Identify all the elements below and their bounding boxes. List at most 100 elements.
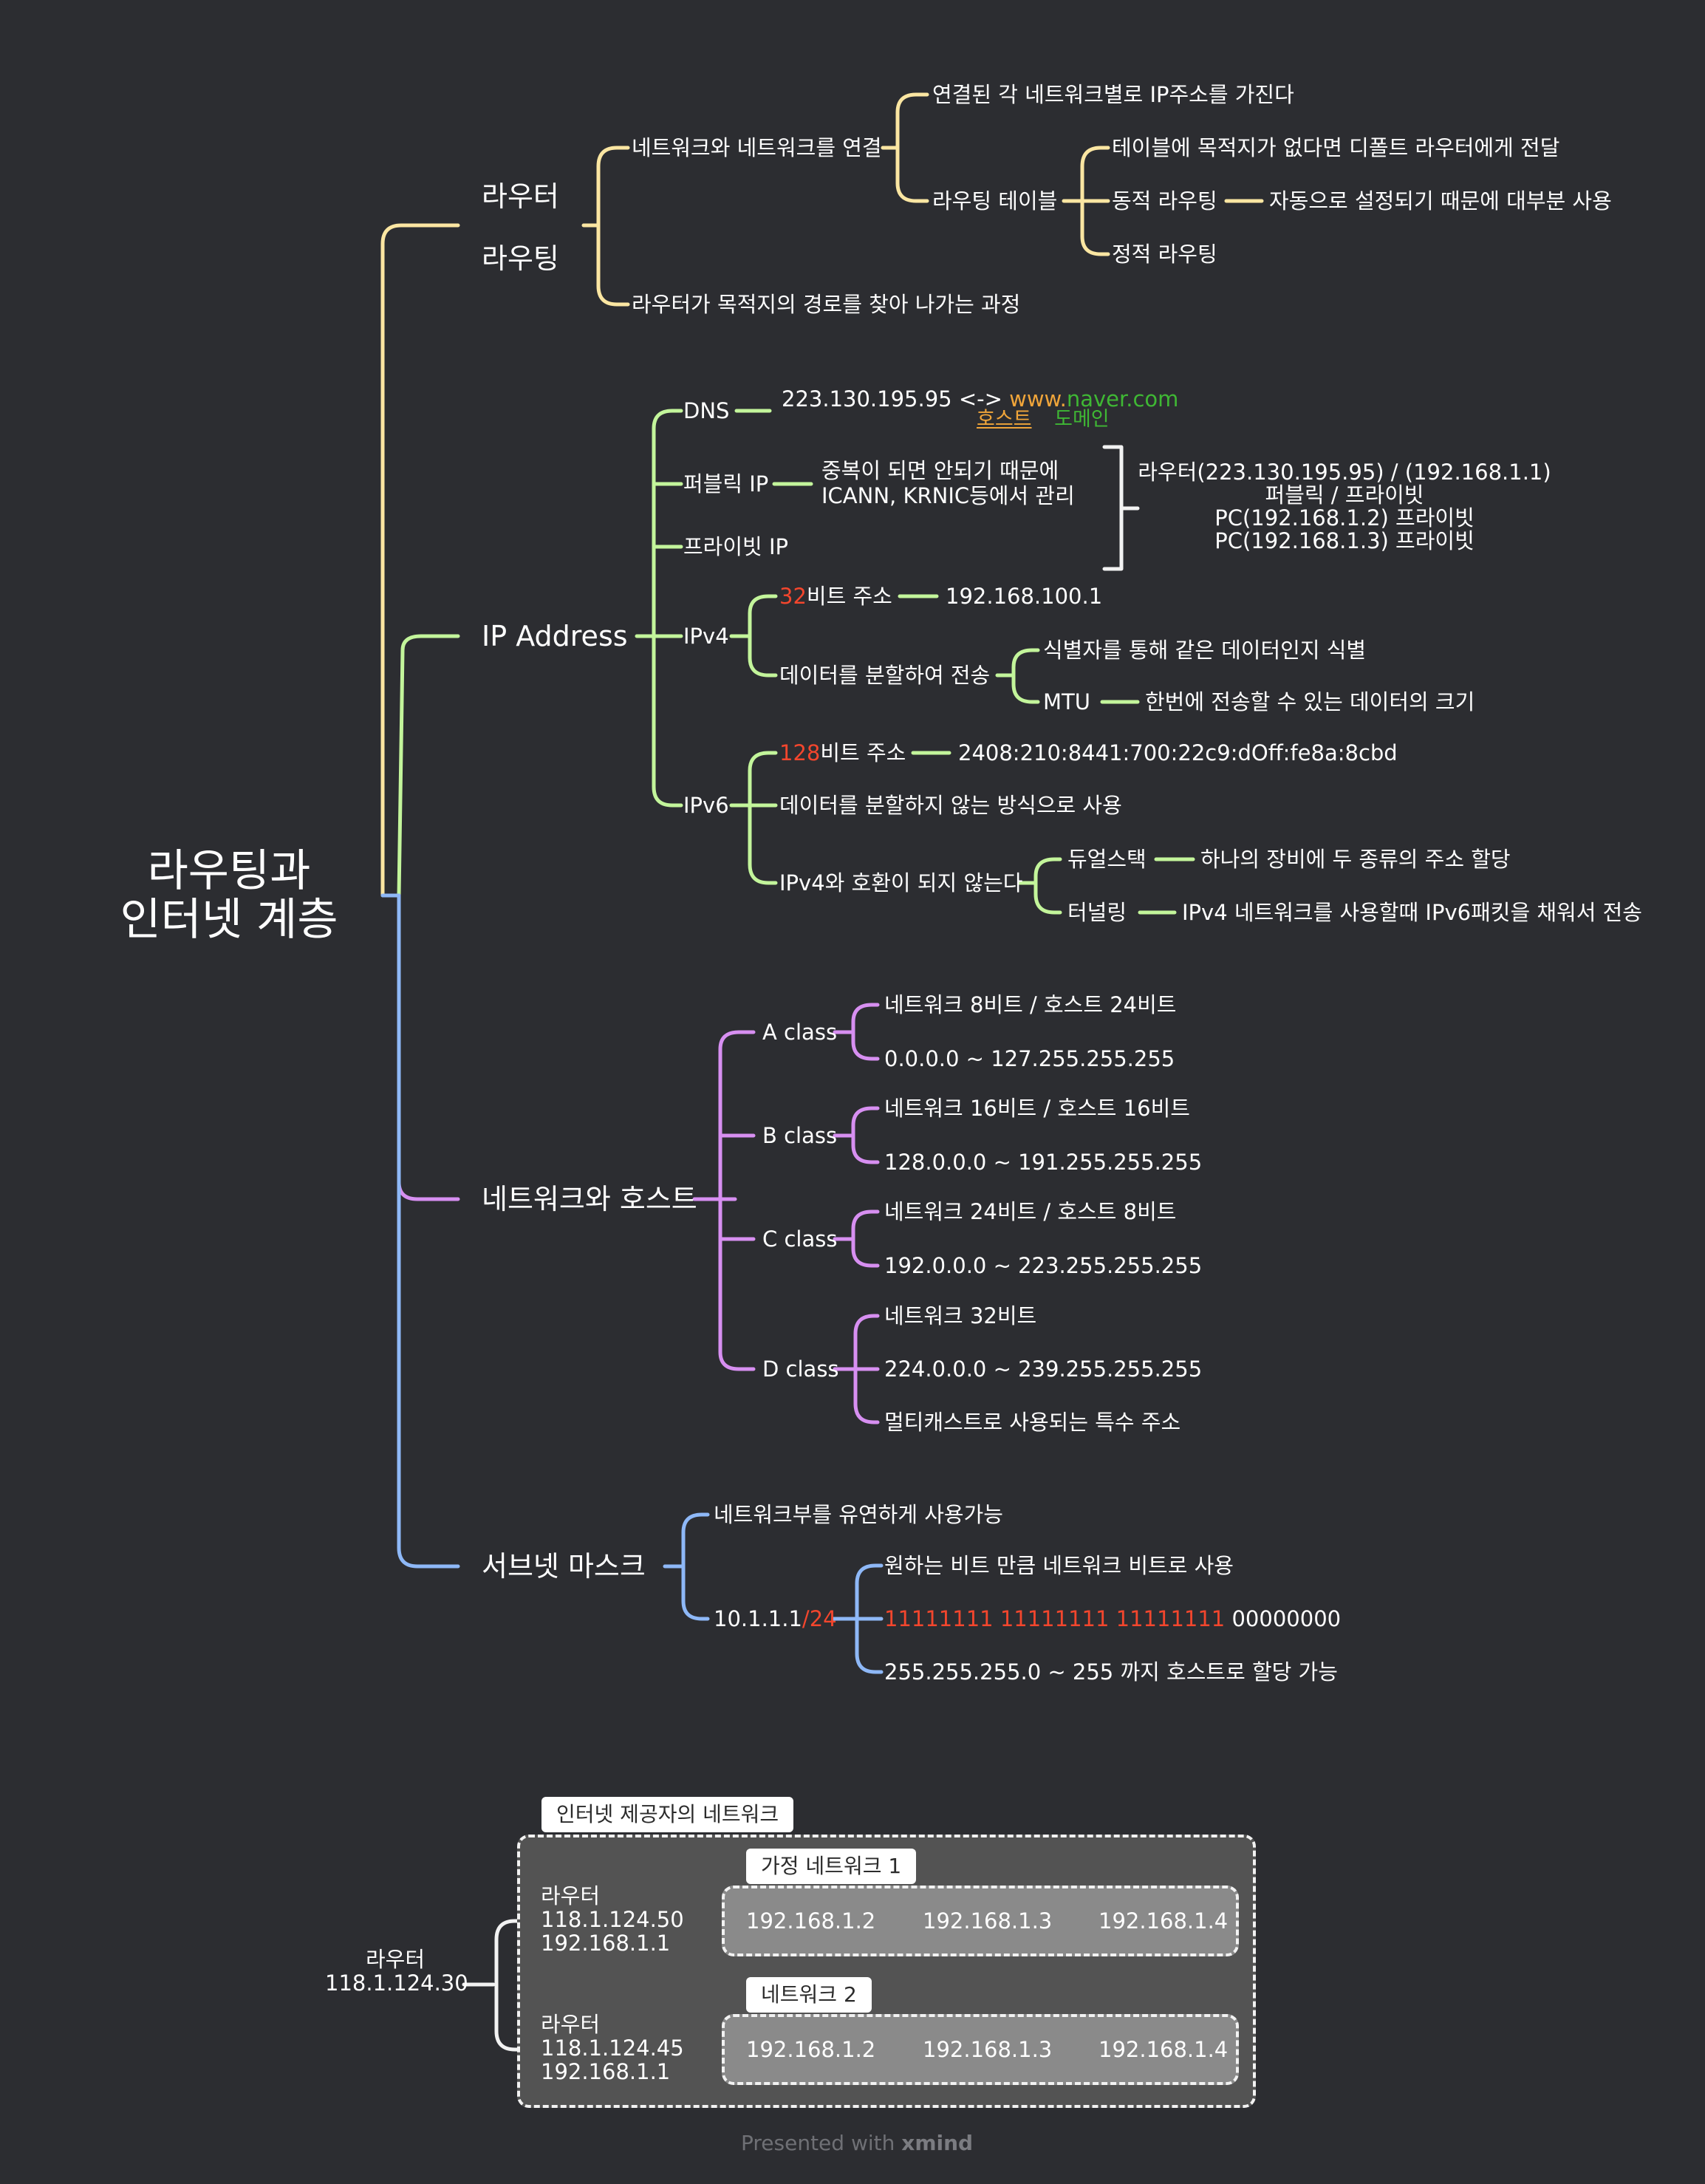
presented-with-credit: Presented with xmind <box>741 2131 973 2155</box>
home1-host-2[interactable]: 192.168.1.3 <box>923 1908 1053 1934</box>
node-d-class-bits[interactable]: 네트워크 32비트 <box>884 1303 1037 1328</box>
node-dns-mapping[interactable]: 223.130.195.95 <-> www.naver.com <box>782 386 1178 412</box>
home-network-1-box <box>722 1886 1239 1956</box>
presented-text: Presented with <box>741 2131 902 2155</box>
node-a-class-bits[interactable]: 네트워크 8비트 / 호스트 24비트 <box>884 992 1177 1017</box>
router-2-name: 라우터 <box>541 2012 601 2037</box>
node-ipv4-identifier[interactable]: 식별자를 통해 같은 데이터인지 식별 <box>1043 638 1367 663</box>
node-b-class-range[interactable]: 128.0.0.0 ~ 191.255.255.255 <box>884 1150 1203 1175</box>
note-line2: 퍼블릭 / 프라이빗 <box>1265 482 1424 508</box>
home-network-2-label: 네트워크 2 <box>746 1977 872 2013</box>
connector-root-to-subnet <box>380 893 460 1569</box>
node-routing-path[interactable]: 라우터가 목적지의 경로를 찾아 나가는 과정 <box>632 292 1021 317</box>
node-b-class-bits[interactable]: 네트워크 16비트 / 호스트 16비트 <box>884 1096 1190 1121</box>
node-routing-table[interactable]: 라우팅 테이블 <box>932 188 1058 214</box>
node-ipv4-example[interactable]: 192.168.100.1 <box>946 584 1103 609</box>
ipv6-bits-label: 비트 주소 <box>820 740 906 765</box>
router-1-lan-ip: 192.168.1.1 <box>541 1931 671 1956</box>
note-line4: PC(192.168.1.3) 프라이빗 <box>1214 528 1475 553</box>
node-cidr[interactable]: 10.1.1.1/24 <box>714 1605 837 1632</box>
node-ipv6-example[interactable]: 2408:210:8441:700:22c9:dOff:fe8a:8cbd <box>958 740 1398 765</box>
isp-network-label: 인터넷 제공자의 네트워크 <box>541 1797 794 1832</box>
node-a-class[interactable]: A class <box>762 1020 838 1045</box>
node-router-connect[interactable]: 네트워크와 네트워크를 연결 <box>632 135 882 160</box>
node-public-ip[interactable]: 퍼블릭 IP <box>683 471 769 496</box>
node-ipv4-split[interactable]: 데이터를 분할하여 전송 <box>779 663 991 688</box>
node-ipv6-nosplit[interactable]: 데이터를 분할하지 않는 방식으로 사용 <box>779 793 1122 818</box>
topic-subnet-mask[interactable]: 서브넷 마스크 <box>482 1550 646 1583</box>
root-topic[interactable]: 라우팅과 인터넷 계층 <box>103 847 355 944</box>
node-dual-stack-desc[interactable]: 하나의 장비에 두 종류의 주소 할당 <box>1200 847 1511 872</box>
dns-ip-text: 223.130.195.95 <-> <box>782 386 1010 412</box>
node-d-class-multicast[interactable]: 멀티캐스트로 사용되는 특수 주소 <box>884 1410 1181 1435</box>
xmind-brand: xmind <box>901 2131 974 2155</box>
node-a-class-range[interactable]: 0.0.0.0 ~ 127.255.255.255 <box>884 1046 1175 1071</box>
public-desc-line1: 중복이 되면 안되기 때문에 <box>821 458 1059 483</box>
node-subnet-bits[interactable]: 원하는 비트 만큼 네트워크 비트로 사용 <box>884 1553 1234 1578</box>
connector-root-to-nethost <box>397 893 460 1201</box>
node-dynamic-desc[interactable]: 자동으로 설정되기 때문에 대부분 사용 <box>1269 188 1612 214</box>
node-ipv6-compat[interactable]: IPv4와 호환이 되지 않는다 <box>779 870 1023 895</box>
cidr-ip: 10.1.1.1 <box>714 1606 802 1631</box>
note-line1: 라우터(223.130.195.95) / (192.168.1.1) <box>1138 460 1551 485</box>
node-subnet-flexible[interactable]: 네트워크부를 유연하게 사용가능 <box>714 1502 1003 1527</box>
router-2-lan-ip: 192.168.1.1 <box>541 2059 671 2084</box>
node-default-router[interactable]: 테이블에 목적지가 없다면 디폴트 라우터에게 전달 <box>1112 135 1560 160</box>
router-1[interactable]: 라우터 118.1.124.50 192.168.1.1 <box>541 1884 684 1955</box>
home2-host-3[interactable]: 192.168.1.4 <box>1098 2037 1229 2062</box>
ipv4-bits-label: 비트 주소 <box>806 584 892 609</box>
node-mtu-desc[interactable]: 한번에 전송할 수 있는 데이터의 크기 <box>1145 689 1475 714</box>
dns-domain-part: naver.com <box>1066 386 1179 412</box>
node-c-class[interactable]: C class <box>762 1226 838 1252</box>
top-router-name: 라우터 <box>365 1947 426 1972</box>
node-d-class-range[interactable]: 224.0.0.0 ~ 239.255.255.255 <box>884 1357 1203 1382</box>
router-1-name: 라우터 <box>541 1883 601 1908</box>
node-ipv6-bits[interactable]: 128비트 주소 <box>779 740 906 766</box>
node-connect-ip[interactable]: 연결된 각 네트워크별로 IP주소를 가진다 <box>932 82 1294 107</box>
root-title-line1: 라우팅과 <box>147 845 311 897</box>
node-tunneling-desc[interactable]: IPv4 네트워크를 사용할때 IPv6패킷을 채워서 전송 <box>1182 900 1642 925</box>
node-subnet-host[interactable]: 255.255.255.0 ~ 255 까지 호스트로 할당 가능 <box>884 1659 1338 1685</box>
note-line3: PC(192.168.1.2) 프라이빗 <box>1214 505 1475 530</box>
ipv4-bits-number: 32 <box>779 584 807 609</box>
mask-network-bits: 11111111 11111111 11111111 <box>884 1606 1226 1631</box>
node-b-class[interactable]: B class <box>762 1123 838 1148</box>
node-mtu[interactable]: MTU <box>1043 689 1090 714</box>
node-dynamic-routing[interactable]: 동적 라우팅 <box>1112 188 1217 214</box>
node-dual-stack[interactable]: 듀얼스택 <box>1067 847 1147 872</box>
node-private-ip[interactable]: 프라이빗 IP <box>683 534 788 559</box>
node-public-desc[interactable]: 중복이 되면 안되기 때문에 ICANN, KRNIC등에서 관리 <box>821 458 1075 508</box>
home-network-1-label: 가정 네트워크 1 <box>746 1849 917 1884</box>
node-ipv6[interactable]: IPv6 <box>683 793 729 818</box>
ipv6-bits-number: 128 <box>779 740 821 765</box>
router-2[interactable]: 라우터 118.1.124.45 192.168.1.1 <box>541 2013 684 2084</box>
mask-host-bits: 00000000 <box>1225 1606 1342 1631</box>
home-network-2-box <box>722 2014 1239 2085</box>
node-subnet-binary[interactable]: 11111111 11111111 11111111 00000000 <box>884 1605 1341 1632</box>
root-title-line2: 인터넷 계층 <box>120 894 338 946</box>
router-2-wan-ip: 118.1.124.45 <box>541 2035 684 2061</box>
node-dns[interactable]: DNS <box>683 398 730 423</box>
node-tunneling[interactable]: 터널링 <box>1067 900 1127 925</box>
router-1-wan-ip: 118.1.124.50 <box>541 1907 684 1932</box>
dns-domain-label: 도메인 <box>1054 408 1110 431</box>
home1-host-1[interactable]: 192.168.1.2 <box>746 1908 876 1934</box>
topic-router[interactable]: 라우터 <box>482 180 559 213</box>
dns-host-label: 호스트 <box>977 408 1032 431</box>
topic-routing[interactable]: 라우팅 <box>482 242 559 275</box>
node-static-routing[interactable]: 정적 라우팅 <box>1112 242 1217 267</box>
connector-root-to-router <box>380 223 460 898</box>
home2-host-1[interactable]: 192.168.1.2 <box>746 2037 876 2062</box>
home1-host-3[interactable]: 192.168.1.4 <box>1098 1908 1229 1934</box>
dns-labels: 호스트 도메인 <box>977 406 1110 433</box>
top-router[interactable]: 라우터 118.1.124.30 <box>325 1947 468 1995</box>
node-ipv4-bits[interactable]: 32비트 주소 <box>779 583 892 610</box>
topic-network-host[interactable]: 네트워크와 호스트 <box>482 1183 697 1215</box>
node-d-class[interactable]: D class <box>762 1357 839 1382</box>
node-c-class-bits[interactable]: 네트워크 24비트 / 호스트 8비트 <box>884 1199 1177 1224</box>
node-ipv4[interactable]: IPv4 <box>683 624 729 649</box>
home2-host-2[interactable]: 192.168.1.3 <box>923 2037 1053 2062</box>
node-public-private-note[interactable]: 라우터(223.130.195.95) / (192.168.1.1) 퍼블릭 … <box>1138 461 1551 553</box>
topic-ip-address[interactable]: IP Address <box>482 620 628 652</box>
node-c-class-range[interactable]: 192.0.0.0 ~ 223.255.255.255 <box>884 1253 1203 1278</box>
